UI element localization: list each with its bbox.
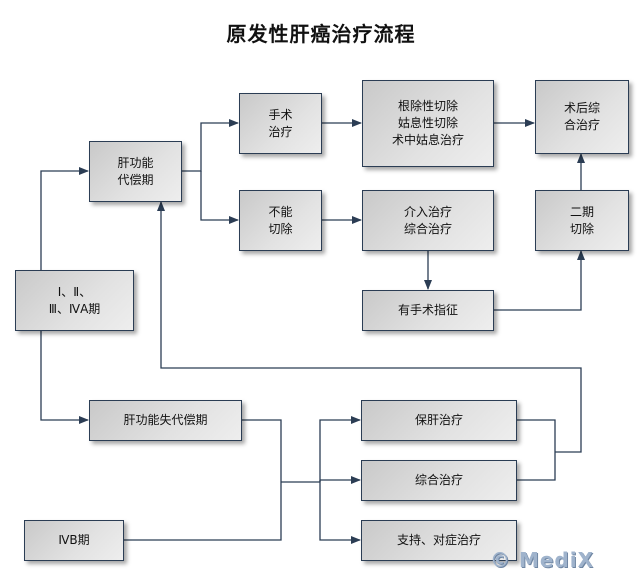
edge-decompensated-merge — [123, 419, 320, 541]
edge-indication-to-second-stage — [493, 250, 585, 311]
node-surgical-indication: 有手术指征 — [362, 290, 494, 331]
node-resection: 根除性切除 姑息性切除 术中姑息治疗 — [362, 80, 494, 167]
node-decompensated: 肝功能失代偿期 — [89, 400, 242, 441]
node-surgery: 手术 治疗 — [239, 93, 322, 154]
edge-compensated-split — [181, 119, 239, 172]
page-title: 原发性肝癌治疗流程 — [226, 22, 416, 46]
node-stage-ivb: ⅣB期 — [24, 520, 124, 561]
node-compensated: 肝功能 代偿期 — [89, 141, 182, 202]
node-liver-protect: 保肝治疗 — [361, 400, 517, 441]
edge-early-to-decompensated — [40, 330, 89, 424]
node-unresectable: 不能 切除 — [239, 190, 322, 251]
node-supportive: 支持、对症治疗 — [361, 520, 517, 561]
edge-compensated-to-unresectable — [200, 171, 239, 224]
watermark: © MediX — [490, 548, 595, 569]
edge-early-to-compensated — [40, 167, 89, 270]
node-second-stage: 二期 切除 — [535, 190, 629, 251]
edge-to-liver-protect — [319, 416, 361, 482]
node-comprehensive: 综合治疗 — [361, 460, 517, 501]
node-stage-early: Ⅰ、Ⅱ、 Ⅲ、ⅣA期 — [15, 270, 134, 331]
node-interventional: 介入治疗 综合治疗 — [362, 190, 494, 251]
node-postop: 术后综 合治疗 — [535, 80, 629, 154]
edge-to-supportive — [319, 480, 361, 544]
edge-treatment-feedback — [161, 202, 582, 481]
